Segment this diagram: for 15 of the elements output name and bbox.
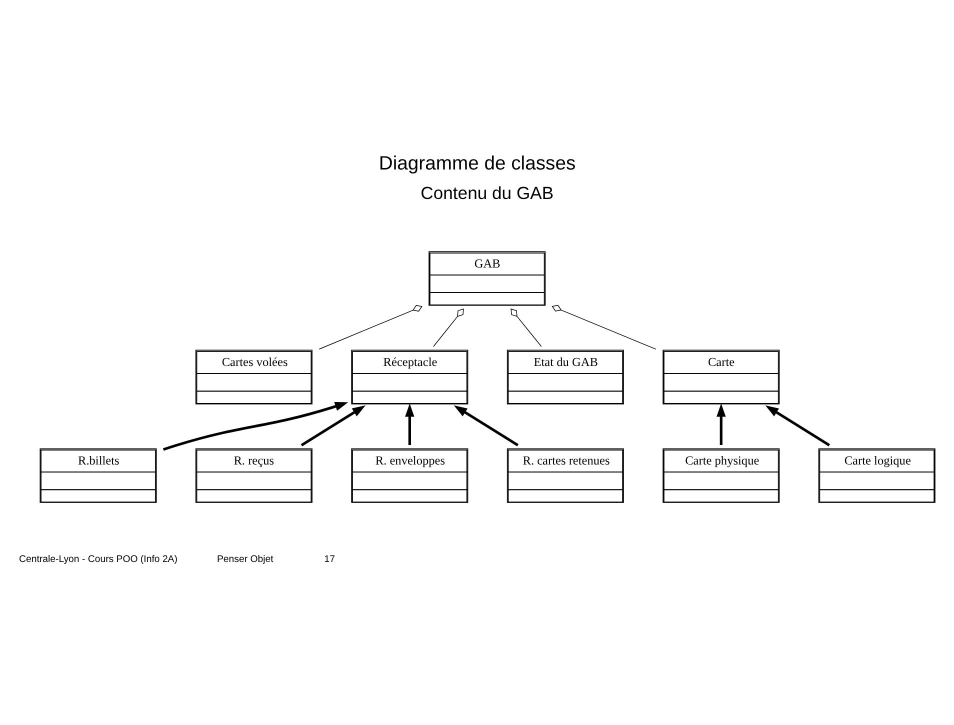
- label: 17: [324, 554, 335, 565]
- arrow: [454, 404, 519, 446]
- arrow: [716, 403, 726, 445]
- diagram-title: Diagramme de classes: [378, 152, 576, 174]
- label: Centrale-Lyon - Cours POO (Info 2A): [18, 554, 178, 565]
- connector: [552, 304, 656, 350]
- arrow: [405, 403, 414, 445]
- connector: [433, 308, 464, 346]
- arrow: [765, 404, 830, 446]
- connector: [510, 308, 542, 346]
- arrow: [300, 404, 366, 446]
- label: Contenu du GAB: [420, 182, 554, 202]
- connector: [318, 304, 422, 349]
- arrow: [162, 401, 348, 450]
- label: Penser Objet: [216, 554, 274, 565]
